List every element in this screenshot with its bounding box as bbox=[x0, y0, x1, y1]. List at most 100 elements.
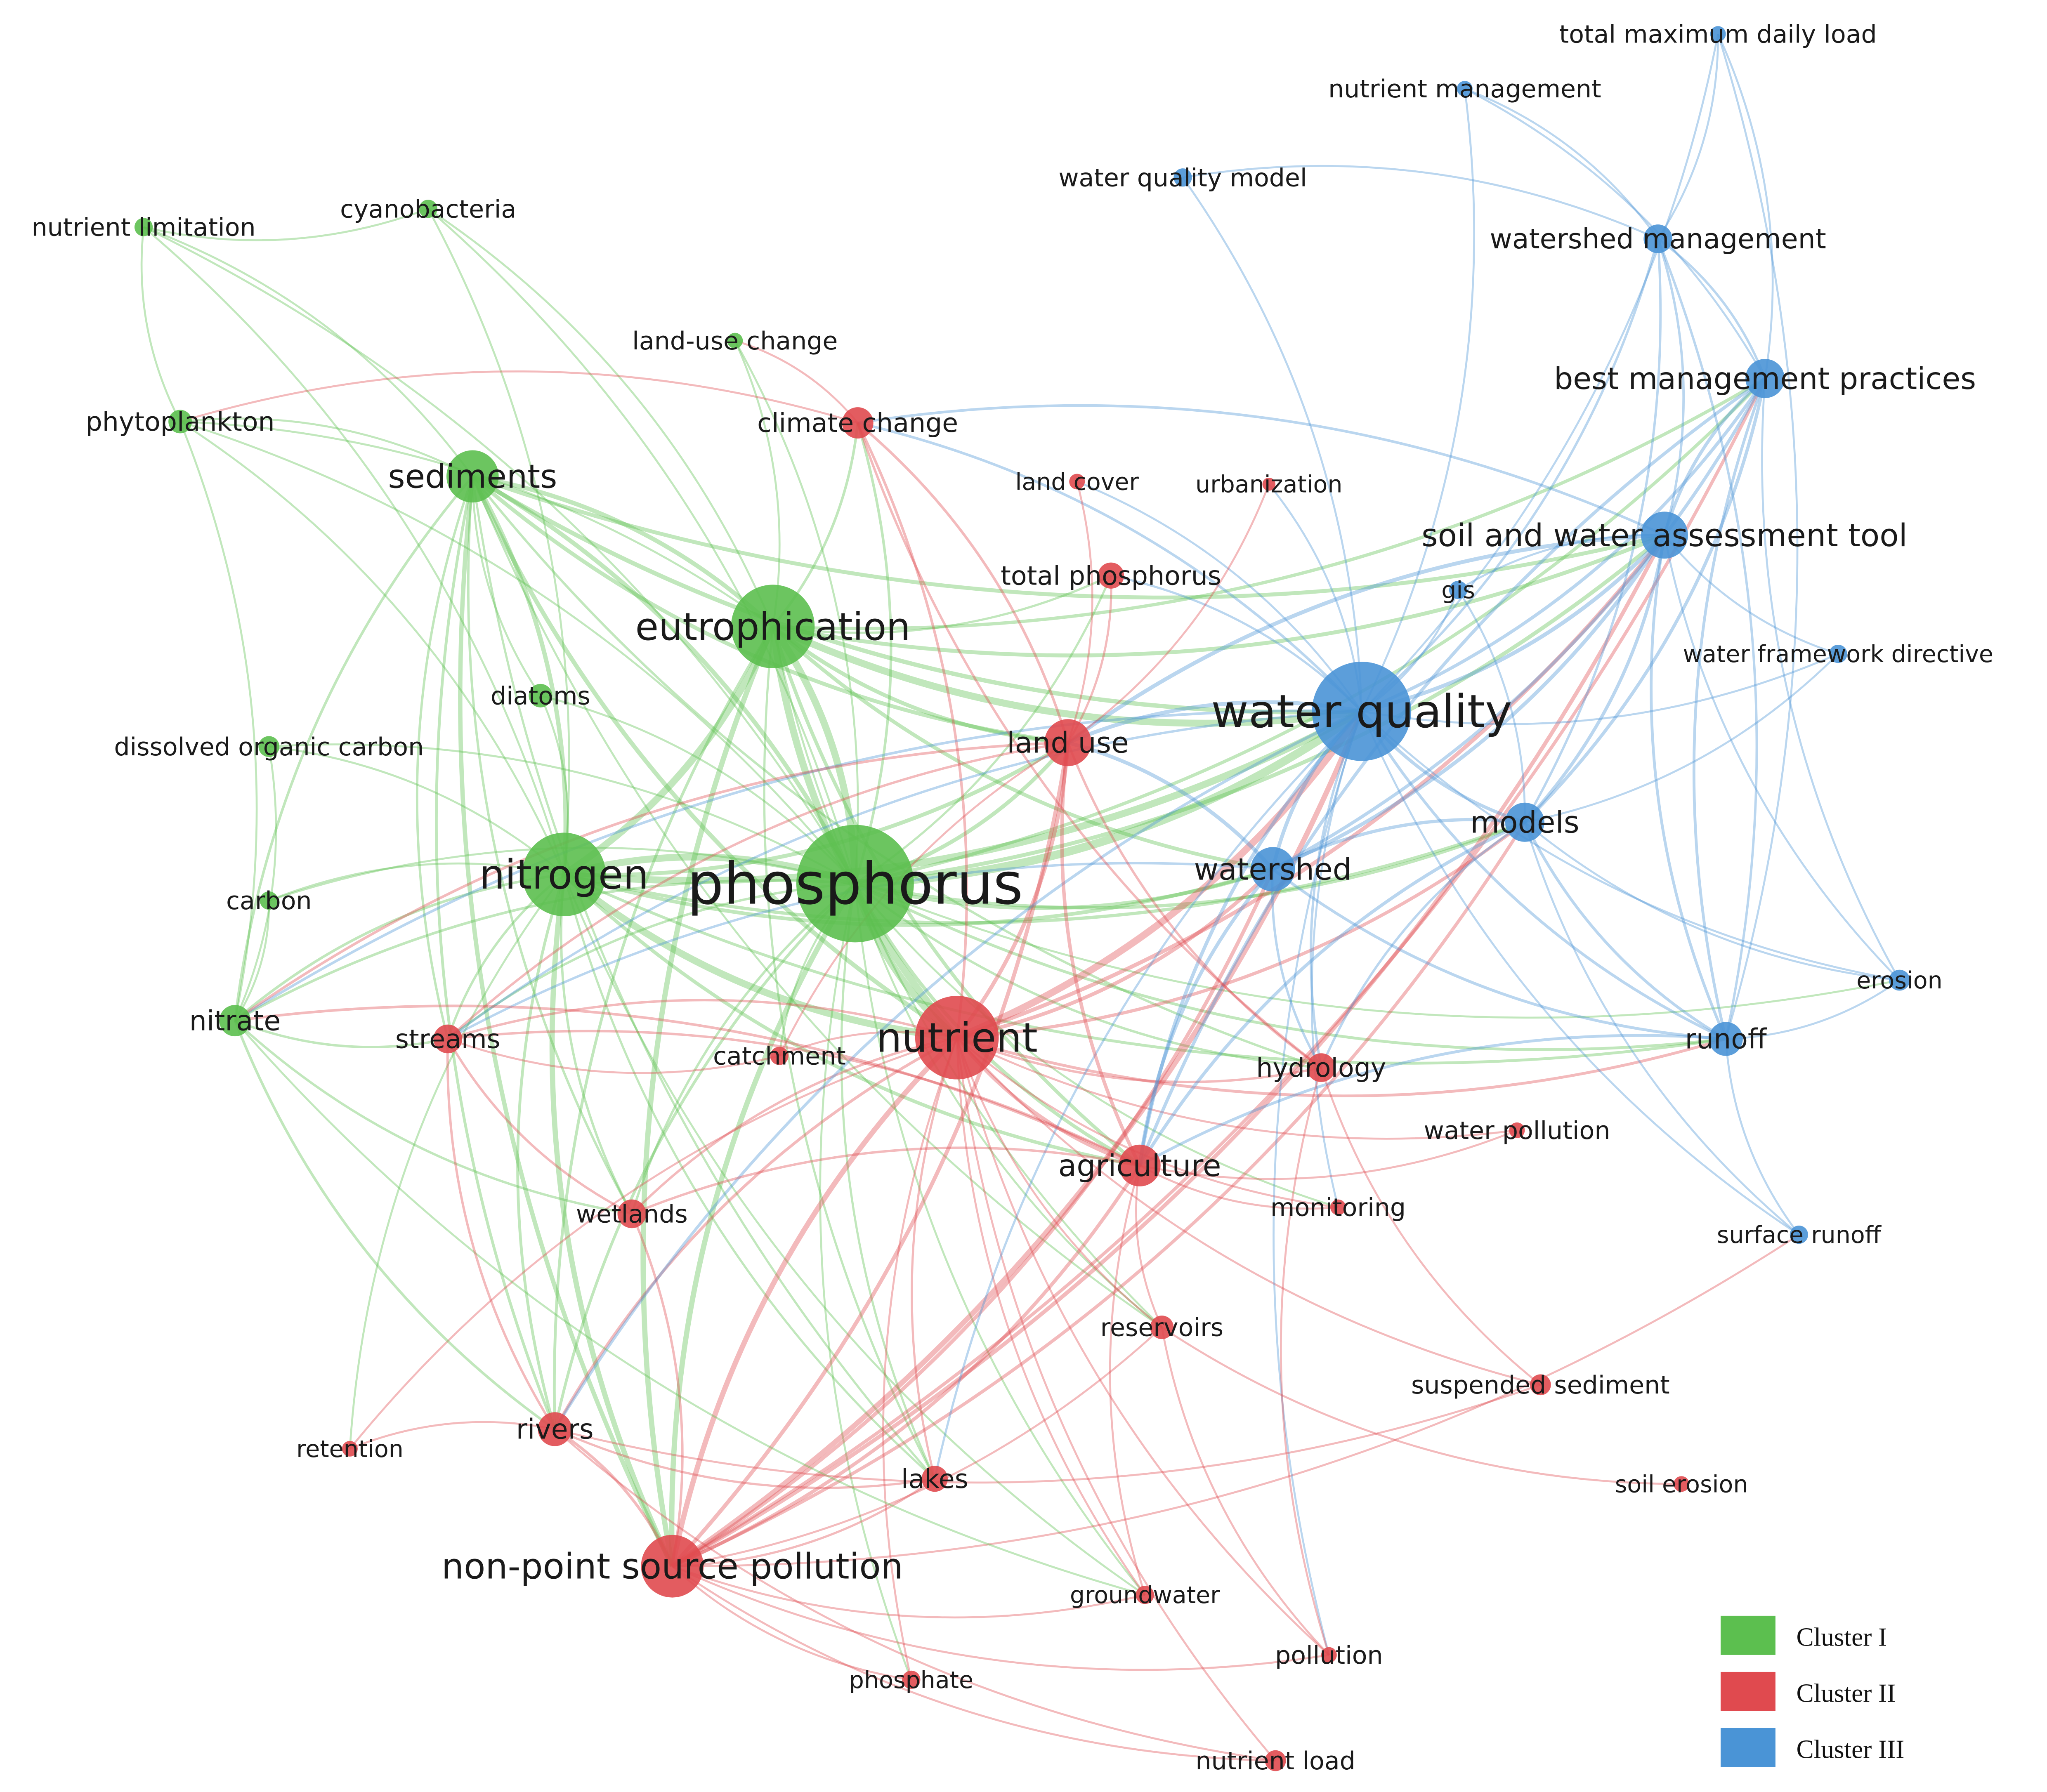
node-water-quality[interactable] bbox=[1312, 662, 1412, 761]
edge-non-point-source-pollution-lakes bbox=[672, 1478, 935, 1568]
node-gis[interactable] bbox=[1449, 580, 1468, 599]
node-groundwater[interactable] bbox=[1136, 1586, 1154, 1604]
edge-nitrogen-nitrate bbox=[234, 873, 564, 1022]
node-land-cover[interactable] bbox=[1069, 474, 1085, 490]
node-nutrient-load[interactable] bbox=[1265, 1750, 1286, 1771]
node-carbon[interactable] bbox=[260, 891, 278, 910]
edge-nitrate-groundwater bbox=[234, 1020, 1145, 1596]
node-land-use-change[interactable] bbox=[727, 332, 743, 349]
node-hydrology[interactable] bbox=[1307, 1053, 1336, 1082]
edge-nitrogen-eutrophication bbox=[562, 625, 776, 877]
node-label-watershed: watershed bbox=[1194, 852, 1352, 887]
node-climate-change[interactable] bbox=[842, 407, 874, 439]
node-streams[interactable] bbox=[433, 1024, 463, 1054]
node-wetlands[interactable] bbox=[617, 1199, 647, 1228]
edge-land-use-total-phosphorus bbox=[1067, 575, 1112, 743]
node-erosion[interactable] bbox=[1889, 969, 1910, 991]
edge-non-point-source-pollution-soil-and-water-assessment-tool bbox=[671, 534, 1667, 1568]
node-urbanization[interactable] bbox=[1262, 477, 1276, 491]
node-water-framework-directive[interactable] bbox=[1829, 644, 1847, 663]
edge-agriculture-groundwater bbox=[1109, 1165, 1146, 1595]
edge-nitrate-streams bbox=[234, 1019, 448, 1048]
edge-nutrient-rivers bbox=[553, 1036, 958, 1430]
edge-nitrogen-rivers bbox=[516, 874, 566, 1430]
node-soil-and-water-assessment-tool[interactable] bbox=[1641, 512, 1688, 559]
node-models[interactable] bbox=[1505, 802, 1544, 842]
edge-water-quality-erosion bbox=[1361, 710, 1900, 981]
node-best-management-practices[interactable] bbox=[1745, 359, 1785, 398]
edge-models-agriculture bbox=[1138, 821, 1526, 1167]
node-nitrate[interactable] bbox=[219, 1005, 251, 1037]
node-pollution[interactable] bbox=[1321, 1647, 1337, 1663]
edge-nutrient-limitation-cyanobacteria bbox=[143, 207, 429, 241]
edge-sediments-nitrate bbox=[234, 475, 474, 1021]
node-nutrient-limitation[interactable] bbox=[134, 218, 153, 236]
node-surface-runoff[interactable] bbox=[1790, 1225, 1808, 1244]
edge-non-point-source-pollution-pollution bbox=[672, 1565, 1329, 1671]
edge-phosphorus-phytoplankton bbox=[179, 420, 856, 884]
node-total-phosphorus[interactable] bbox=[1098, 562, 1124, 589]
legend-swatch-cluster-3 bbox=[1721, 1728, 1775, 1767]
edge-eutrophication-agriculture bbox=[771, 626, 1141, 1167]
node-watershed[interactable] bbox=[1251, 847, 1295, 891]
edge-nitrate-dissolved-organic-carbon bbox=[234, 746, 277, 1021]
node-phosphate[interactable] bbox=[902, 1670, 921, 1689]
node-label-urbanization: urbanization bbox=[1195, 471, 1342, 498]
edge-phosphorus-streams bbox=[447, 882, 855, 1040]
node-retention[interactable] bbox=[342, 1441, 358, 1457]
node-label-erosion: erosion bbox=[1856, 967, 1942, 994]
edge-agriculture-water-pollution bbox=[1139, 1129, 1518, 1180]
node-label-surface-runoff: surface runoff bbox=[1717, 1221, 1882, 1249]
node-reservoirs[interactable] bbox=[1150, 1316, 1174, 1339]
node-dissolved-organic-carbon[interactable] bbox=[258, 736, 280, 757]
node-phosphorus[interactable] bbox=[796, 825, 914, 943]
legend-label-cluster-3: Cluster III bbox=[1797, 1735, 1905, 1764]
node-label-lakes: lakes bbox=[901, 1464, 968, 1494]
edge-watershed-management-water-quality-model bbox=[1183, 165, 1659, 240]
edge-sediments-wetlands bbox=[467, 476, 633, 1214]
node-suspended-sediment[interactable] bbox=[1530, 1374, 1551, 1396]
edge-climate-change-phytoplankton bbox=[179, 370, 858, 424]
labels-layer: phosphorusnitrogeneutrophicationsediment… bbox=[31, 20, 1993, 1775]
node-non-point-source-pollution[interactable] bbox=[641, 1535, 704, 1598]
node-total-maximum-daily-load[interactable] bbox=[1710, 26, 1726, 42]
node-lakes[interactable] bbox=[921, 1466, 948, 1492]
edge-soil-and-water-assessment-tool-land-use bbox=[1067, 533, 1665, 745]
node-rivers[interactable] bbox=[538, 1412, 572, 1446]
edge-water-quality-climate-change bbox=[857, 422, 1363, 712]
node-agriculture[interactable] bbox=[1119, 1144, 1161, 1186]
node-cyanobacteria[interactable] bbox=[419, 200, 437, 218]
node-diatoms[interactable] bbox=[529, 684, 552, 707]
node-sediments[interactable] bbox=[446, 450, 499, 503]
node-eutrophication[interactable] bbox=[731, 585, 815, 668]
node-catchment[interactable] bbox=[770, 1047, 789, 1065]
node-runoff[interactable] bbox=[1709, 1022, 1743, 1056]
edge-eutrophication-total-phosphorus bbox=[772, 574, 1112, 634]
node-water-pollution[interactable] bbox=[1509, 1122, 1525, 1138]
edge-phosphorus-cyanobacteria bbox=[427, 208, 856, 884]
node-soil-erosion[interactable] bbox=[1674, 1476, 1690, 1492]
node-nitrogen[interactable] bbox=[522, 832, 606, 917]
node-watershed-management[interactable] bbox=[1643, 224, 1672, 253]
node-label-soil-and-water-assessment-tool: soil and water assessment tool bbox=[1421, 517, 1908, 554]
edge-nutrient-soil-and-water-assessment-tool bbox=[956, 534, 1666, 1040]
edge-rivers-suspended-sediment bbox=[555, 1384, 1541, 1484]
edge-nitrogen-dissolved-organic-carbon bbox=[269, 745, 565, 875]
edge-watershed-management-nutrient-management bbox=[1464, 87, 1659, 240]
edge-climate-change-land-use-change bbox=[734, 340, 859, 424]
edge-nitrogen-wetlands bbox=[560, 874, 633, 1214]
node-water-quality-model[interactable] bbox=[1173, 168, 1192, 187]
edge-nitrogen-retention bbox=[349, 874, 565, 1449]
node-label-gis: gis bbox=[1441, 577, 1475, 604]
node-phytoplankton[interactable] bbox=[168, 410, 192, 434]
edge-nutrient-water-pollution bbox=[956, 1037, 1517, 1140]
node-label-land-cover: land cover bbox=[1015, 468, 1139, 495]
edge-agriculture-nitrate bbox=[235, 1004, 1140, 1167]
node-nutrient[interactable] bbox=[915, 996, 999, 1080]
edge-nutrient-streams bbox=[447, 999, 957, 1040]
node-monitoring[interactable] bbox=[1330, 1199, 1346, 1215]
node-nutrient-management[interactable] bbox=[1457, 81, 1473, 97]
edge-land-use-streams bbox=[447, 741, 1068, 1040]
node-land-use[interactable] bbox=[1044, 719, 1092, 766]
edge-eutrophication-best-management-practices bbox=[772, 377, 1766, 630]
